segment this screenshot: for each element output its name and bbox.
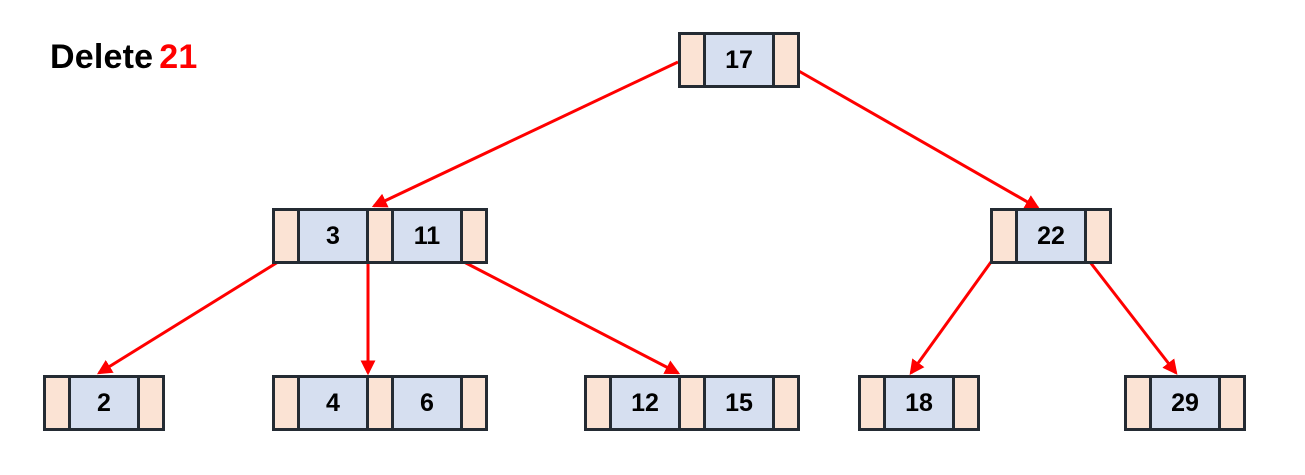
pointer-cell <box>993 211 1015 261</box>
pointer-cell <box>369 378 391 428</box>
tree-node-leaf-1: 2 <box>43 375 165 431</box>
pointer-cell <box>1087 211 1109 261</box>
pointer-cell <box>861 378 883 428</box>
key-cell: 18 <box>883 378 955 428</box>
pointer-cell <box>1127 378 1149 428</box>
pointer-cell <box>955 378 977 428</box>
key-cell: 11 <box>391 211 463 261</box>
pointer-cell <box>587 378 609 428</box>
pointer-cell <box>275 211 297 261</box>
key-cell: 6 <box>391 378 463 428</box>
key-cell: 22 <box>1015 211 1087 261</box>
tree-node-leaf-3: 12 15 <box>584 375 800 431</box>
pointer-cell <box>681 35 703 85</box>
pointer-cell <box>140 378 162 428</box>
edge-arrow-int-r-to-leaf-5 <box>1088 261 1178 375</box>
key-cell: 3 <box>297 211 369 261</box>
pointer-cell <box>681 378 703 428</box>
pointer-cell <box>775 35 797 85</box>
edge-arrow-int-l-to-leaf-1 <box>96 260 279 375</box>
tree-node-leaf-4: 18 <box>858 375 980 431</box>
key-cell: 17 <box>703 35 775 85</box>
tree-node-int-r: 22 <box>990 208 1112 264</box>
edge-arrow-root-to-int-r <box>782 60 1041 210</box>
key-cell: 4 <box>297 378 369 428</box>
edge-arrow-root-to-int-l <box>371 60 679 208</box>
pointer-cell <box>463 378 485 428</box>
tree-node-int-l: 3 11 <box>272 208 488 264</box>
pointer-cell <box>1221 378 1243 428</box>
pointer-cell <box>46 378 68 428</box>
title-action: Delete <box>50 38 154 76</box>
key-cell: 12 <box>609 378 681 428</box>
pointer-cell <box>275 378 297 428</box>
pointer-cell <box>463 211 485 261</box>
edge-arrow-int-l-to-leaf-3 <box>463 260 681 375</box>
key-cell: 2 <box>68 378 140 428</box>
tree-node-root: 17 <box>678 32 800 88</box>
key-cell: 29 <box>1149 378 1221 428</box>
key-cell: 15 <box>703 378 775 428</box>
pointer-cell <box>775 378 797 428</box>
edge-arrow-int-r-to-leaf-4 <box>909 261 993 375</box>
title-value: 21 <box>159 38 198 76</box>
pointer-cell <box>369 211 391 261</box>
tree-node-leaf-5: 29 <box>1124 375 1246 431</box>
